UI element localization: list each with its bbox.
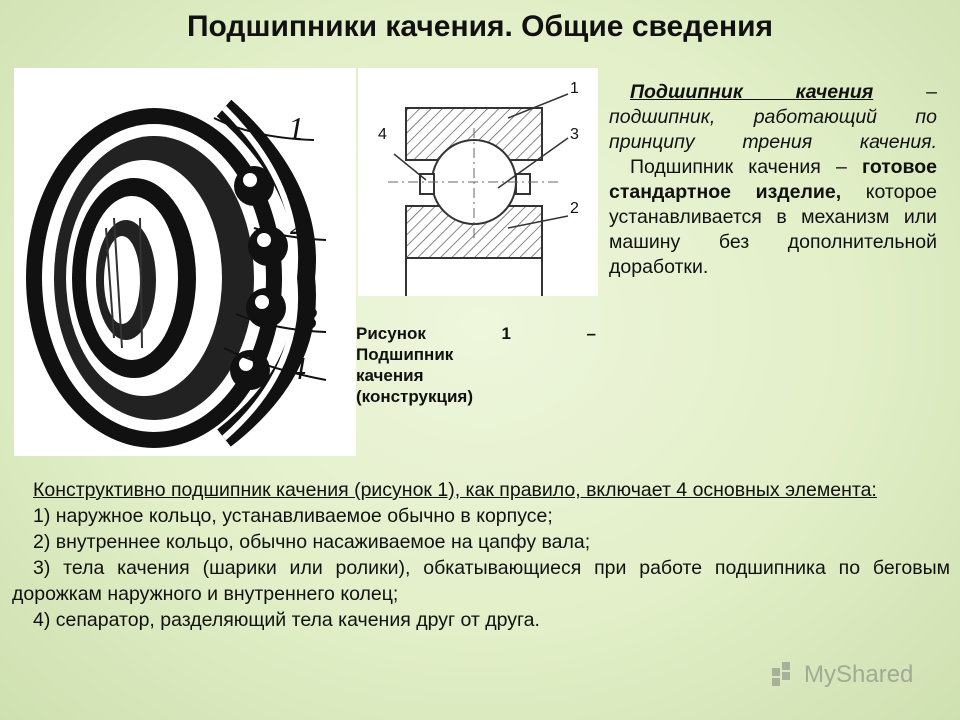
body-text: Конструктивно подшипник качения (рисунок… xyxy=(12,477,950,633)
figure1-callout-4: 4 xyxy=(290,350,306,386)
body-item-2: 2) внутреннее кольцо, обычно насаживаемо… xyxy=(33,531,591,553)
page-title: Подшипники качения. Общие сведения xyxy=(186,10,774,43)
figure1-callout-3: 3 xyxy=(302,300,318,336)
body-intro: Конструктивно подшипник качения (рисунок… xyxy=(33,479,877,501)
body-item-3: 3) тела качения (шарики или ролики), обк… xyxy=(12,557,950,605)
body-item-4: 4) сепаратор, разделяющий тела качения д… xyxy=(33,609,540,631)
figure1-callout-2: 2 xyxy=(290,205,306,241)
caption-line-3: качения xyxy=(356,366,424,385)
caption-number: 1 xyxy=(501,324,511,343)
caption-line-4: (конструкция) xyxy=(356,387,473,406)
caption-dash: – xyxy=(586,324,596,343)
bearing-3d-illustration xyxy=(14,68,356,456)
definition-p2-bold: готовое стандартное изделие, xyxy=(609,156,937,203)
caption-line-2: Подшипник xyxy=(356,345,454,364)
caption-word: Рисунок xyxy=(356,324,426,343)
definition-text: подшипник, работающий по принципу трения… xyxy=(609,106,937,153)
definition-paragraph-2: Подшипник качения – готовое стандартное … xyxy=(609,155,937,280)
figure2-callout-3: 3 xyxy=(570,126,579,143)
figure-caption: Рисунок 1 – Подшипник качения (конструкц… xyxy=(356,323,596,407)
definition-p2-start: Подшипник качения – xyxy=(630,156,863,178)
definition-term: Подшипник качения xyxy=(630,81,874,103)
definition-paragraph-1: Подшипник качения – подшипник, работающи… xyxy=(609,80,937,155)
figure1-callout-1: 1 xyxy=(288,110,304,146)
body-item-1: 1) наружное кольцо, устанавливаемое обыч… xyxy=(33,505,553,527)
figure2-callout-4: 4 xyxy=(378,126,387,143)
definition-block: Подшипник качения – подшипник, работающи… xyxy=(609,80,937,280)
bearing-cross-section-diagram xyxy=(358,68,598,296)
watermark-text: MyShared xyxy=(804,661,914,688)
watermark-logo-icon xyxy=(772,662,790,686)
definition-dash: – xyxy=(873,81,937,103)
figure2-callout-1: 1 xyxy=(570,80,579,97)
definition-p2-end: которое устанавливается в механизм или м… xyxy=(609,181,937,278)
figure2-callout-2: 2 xyxy=(570,200,579,217)
watermark: MyShared xyxy=(770,660,913,690)
